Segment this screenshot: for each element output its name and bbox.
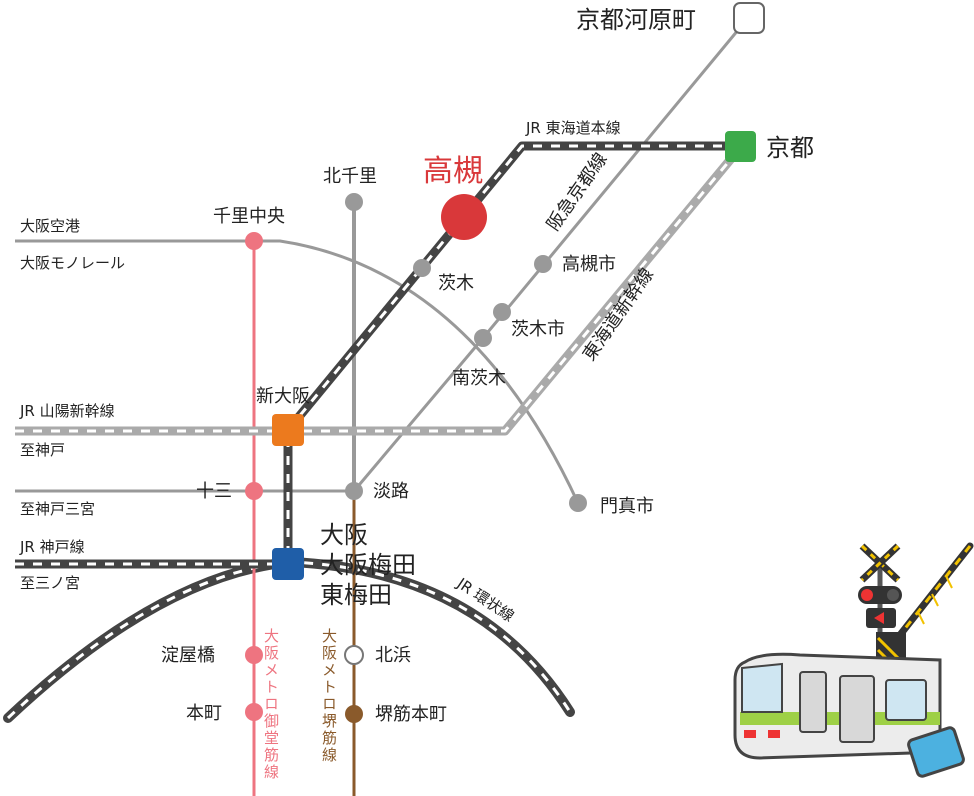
label-juso: 十三: [196, 481, 232, 502]
label-osaka: 大阪: [320, 521, 368, 549]
station-marker-juso: [245, 482, 263, 500]
label-yodoyabashi: 淀屋橋: [161, 645, 215, 666]
ic-card-icon: [907, 726, 965, 778]
label-sakaisuji-honmachi: 堺筋本町: [375, 704, 447, 725]
label-sakaisuji: 大阪メトロ堺筋線: [320, 628, 338, 764]
station-marker-kadoma: [569, 494, 587, 512]
station-marker-awaji: [345, 482, 363, 500]
label-shin-osaka: 新大阪: [256, 386, 310, 407]
station-marker-osaka: [272, 548, 304, 580]
label-kadoma: 門真市: [600, 496, 654, 517]
station-marker-kyoto: [725, 131, 756, 162]
station-marker-kyoto-kawaramachi: [733, 2, 765, 34]
osaka-monorail-line: [15, 239, 580, 504]
label-higashi-umeda: 東梅田: [320, 581, 392, 609]
label-to-sannomiya: 至三ノ宮: [20, 574, 80, 592]
label-awaji: 淡路: [373, 481, 409, 502]
station-marker-sakaisuji-honmachi: [345, 705, 363, 723]
label-midosuji: 大阪メトロ御堂筋線: [262, 628, 280, 781]
station-marker-senri-chuo: [245, 232, 263, 250]
train-crossing-illustration: [733, 542, 974, 778]
label-monorail: 大阪モノレール: [20, 254, 125, 272]
shinkansen-line: [15, 145, 744, 436]
label-kyoto: 京都: [766, 134, 814, 162]
crossing-barrier-icon: [892, 542, 974, 644]
station-marker-kita-senri: [345, 193, 363, 211]
station-marker-yodoyabashi: [245, 646, 263, 664]
station-marker-kitahama: [344, 645, 364, 665]
label-jr-tokaido: JR 東海道本線: [525, 119, 621, 137]
label-senri-chuo: 千里中央: [213, 206, 285, 227]
hankyu-kyoto-line: [352, 17, 750, 492]
label-tokaido-shinkansen: 東海道新幹線: [579, 264, 658, 365]
station-marker-minami-ibaraki: [474, 329, 492, 347]
station-marker-honmachi: [245, 703, 263, 721]
label-to-kobe: 至神戸: [20, 441, 65, 459]
station-marker-shin-osaka: [272, 414, 304, 446]
label-osaka-umeda: 大阪梅田: [320, 551, 416, 579]
label-ibarakishi: 茨木市: [511, 319, 565, 340]
label-takatsuki: 高槻: [423, 154, 483, 189]
label-to-kobe-sannomiya: 至神戸三宮: [20, 500, 95, 518]
station-marker-ibarakishi: [493, 303, 511, 321]
train-icon: [733, 652, 942, 760]
label-monorail-airport: 大阪空港: [20, 217, 80, 235]
crossing-signal-icon: [858, 543, 906, 668]
label-kita-senri: 北千里: [323, 166, 377, 187]
label-sanyo-shinkansen: JR 山陽新幹線: [19, 402, 115, 420]
label-kyoto-kawaramachi: 京都河原町: [576, 6, 696, 34]
station-marker-takatsukishi: [534, 255, 552, 273]
station-marker-takatsuki: [441, 194, 487, 240]
label-kitahama: 北浜: [375, 645, 411, 666]
jr-loop-line: [3, 556, 575, 723]
label-jr-kobe: JR 神戸線: [19, 538, 85, 556]
station-marker-ibaraki: [413, 259, 431, 277]
label-ibaraki: 茨木: [438, 273, 474, 294]
label-honmachi: 本町: [186, 703, 222, 724]
label-takatsukishi: 高槻市: [562, 254, 616, 275]
jr-tokaido-line: [283, 141, 740, 565]
label-minami-ibaraki: 南茨木: [452, 368, 506, 389]
